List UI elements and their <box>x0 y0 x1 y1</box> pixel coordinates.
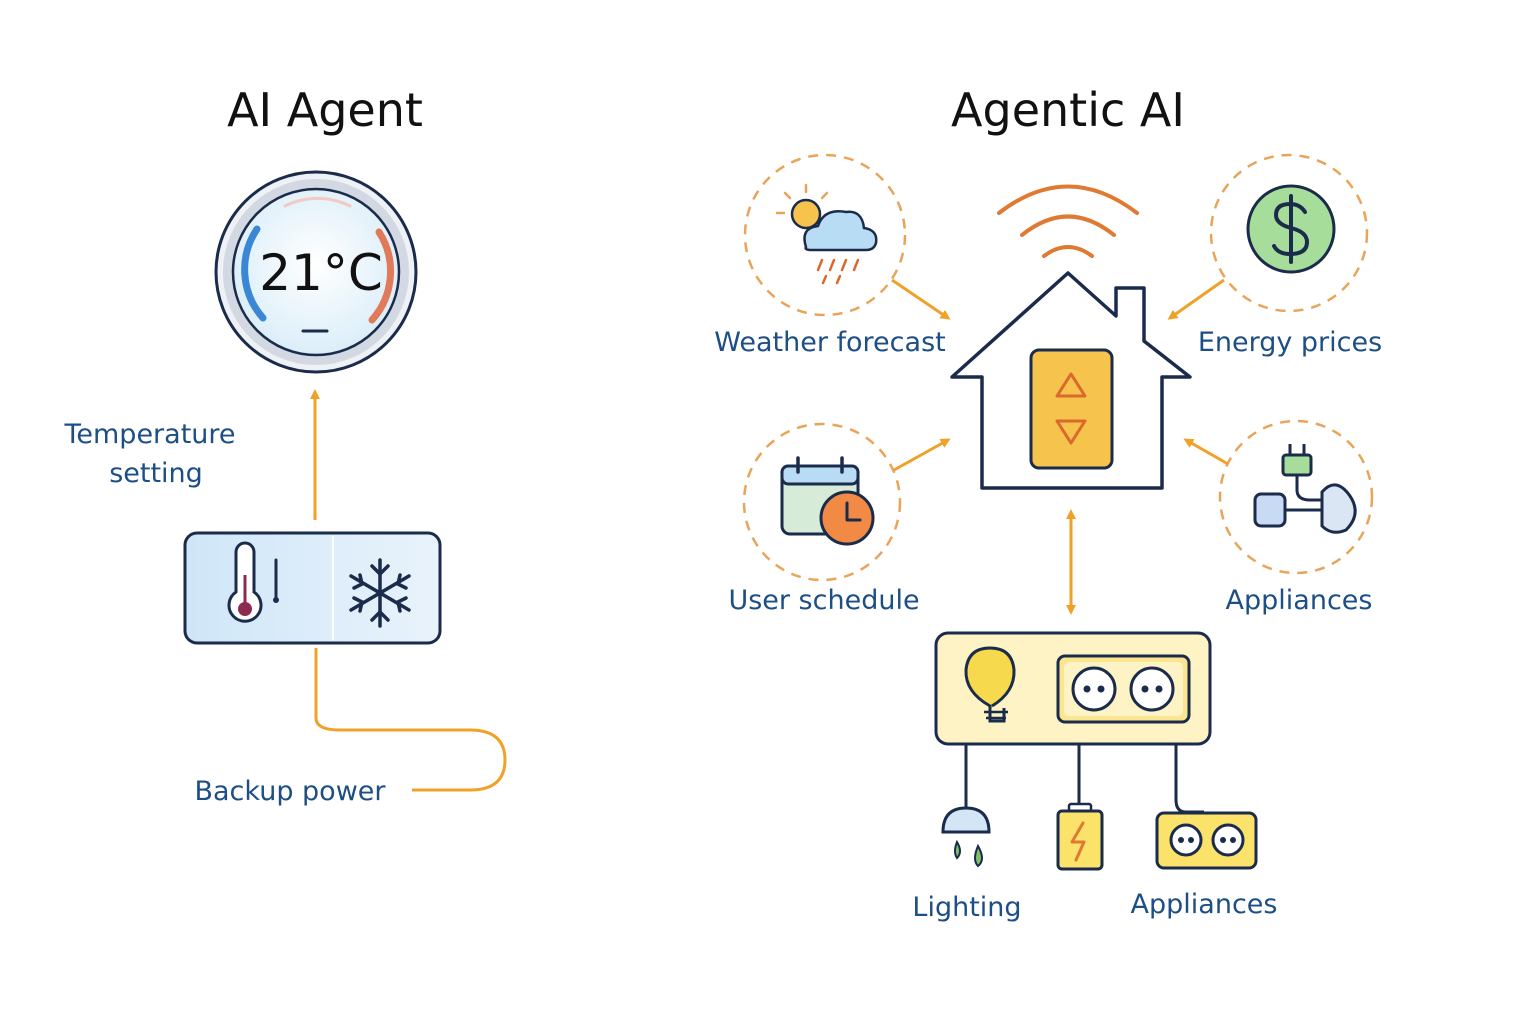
thermostat-dial[interactable]: 21°C <box>214 170 418 374</box>
label-appliances-input: Appliances <box>1226 585 1373 616</box>
arrow-schedule-to-house <box>893 438 951 472</box>
label-energy-prices: Energy prices <box>1198 327 1382 358</box>
label-temperature-line2: setting <box>109 458 203 489</box>
bulb-icon <box>964 646 1016 723</box>
thermostat-reading: 21°C <box>259 244 383 302</box>
label-temperature-line1: Temperature <box>63 419 235 450</box>
label-backup-power: Backup power <box>194 776 386 807</box>
output-connectors <box>964 744 1204 814</box>
dollar-icon <box>1246 184 1336 274</box>
up-down-control[interactable] <box>1029 348 1114 470</box>
title-ai-agent: AI Agent <box>227 83 423 137</box>
calendar-clock-icon <box>780 456 875 546</box>
appliances-input-node <box>1218 419 1374 575</box>
title-agentic-ai: Agentic AI <box>951 83 1185 137</box>
snowflake-icon <box>349 558 411 628</box>
lamp-icon <box>941 806 991 868</box>
energy-node <box>1209 153 1369 313</box>
weather-icon <box>775 183 878 285</box>
thermometer-icon <box>227 541 279 623</box>
arrow-weather-to-house <box>891 278 951 320</box>
backup-power-line <box>314 648 507 792</box>
outlet-icon <box>1056 654 1191 724</box>
heat-arc <box>368 228 395 324</box>
wifi-icon <box>997 184 1139 258</box>
hvac-control-panel[interactable] <box>183 531 442 645</box>
battery-icon <box>1056 802 1104 871</box>
label-weather-forecast: Weather forecast <box>714 327 945 358</box>
small-outlet-icon <box>1155 811 1258 870</box>
arrow-appliances-to-house <box>1183 438 1229 466</box>
plug-icon <box>1253 444 1357 534</box>
schedule-node <box>742 422 902 582</box>
label-appliances-output: Appliances <box>1131 889 1278 920</box>
up-arrow-icon[interactable] <box>1055 372 1087 398</box>
label-lighting: Lighting <box>912 892 1021 923</box>
label-user-schedule: User schedule <box>728 585 919 616</box>
arrow-energy-to-house <box>1167 278 1225 320</box>
cool-arc <box>241 225 267 322</box>
weather-node <box>743 153 907 317</box>
down-arrow-icon[interactable] <box>1055 419 1087 445</box>
